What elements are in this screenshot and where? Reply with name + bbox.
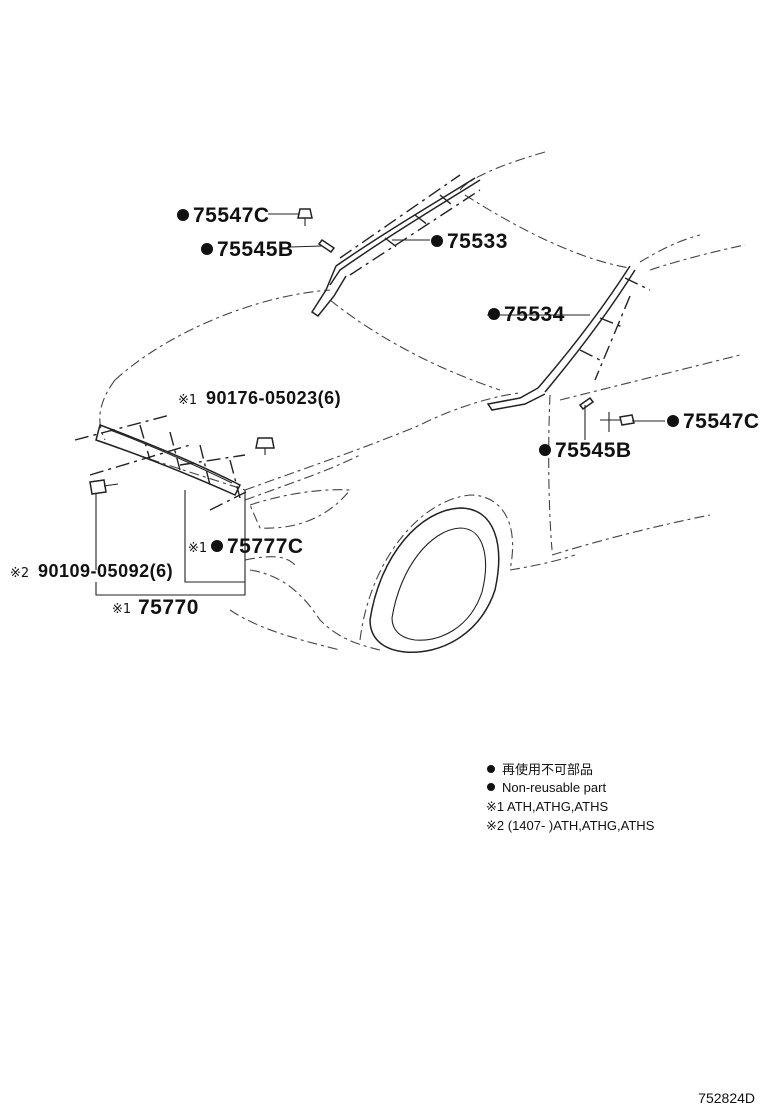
diagram-code: 752824D xyxy=(698,1090,755,1106)
callout-75534: 75534 xyxy=(488,303,565,326)
svg-text:※1: ※1 xyxy=(112,602,131,617)
svg-text:※1: ※1 xyxy=(188,541,207,556)
hood-front-molding xyxy=(74,414,247,511)
svg-text:75533: 75533 xyxy=(447,230,508,253)
callout-75545b-top: 75545B xyxy=(201,238,294,261)
callout-90109: ※2 90109-05092(6) xyxy=(10,561,173,581)
svg-text:Non-reusable part: Non-reusable part xyxy=(502,780,606,795)
svg-text:75547C: 75547C xyxy=(193,204,270,227)
clip-75547c-right-icon xyxy=(600,414,635,426)
callout-75547c-top: 75547C xyxy=(177,204,270,227)
non-reusable-marker-icon xyxy=(488,308,500,320)
non-reusable-marker-icon xyxy=(177,209,189,221)
svg-text:75770: 75770 xyxy=(138,596,199,619)
callout-75777c: ※1 75777C xyxy=(188,535,304,558)
non-reusable-marker-icon xyxy=(667,415,679,427)
callout-75547c-right: 75547C xyxy=(667,410,760,433)
svg-text:※2: ※2 xyxy=(10,566,29,581)
leader-lines xyxy=(95,213,665,596)
callout-75545b-right: 75545B xyxy=(539,439,632,462)
clip-75547c-top-icon xyxy=(297,208,313,226)
legend: 再使用不可部品 Non-reusable part ※1 ATH,ATHG,AT… xyxy=(486,762,655,833)
svg-text:75777C: 75777C xyxy=(227,535,304,558)
svg-text:※1: ※1 xyxy=(178,393,197,408)
screw-90109-icon xyxy=(89,479,119,495)
windshield-molding-left xyxy=(310,174,481,318)
svg-text:75547C: 75547C xyxy=(683,410,760,433)
svg-text:90176-05023(6): 90176-05023(6) xyxy=(206,388,341,408)
clip-75545b-top-icon xyxy=(317,238,336,254)
windshield-molding-right xyxy=(486,265,651,411)
non-reusable-marker-icon xyxy=(201,243,213,255)
svg-text:75545B: 75545B xyxy=(555,439,632,462)
car-body-outline xyxy=(99,151,746,654)
svg-text:75545B: 75545B xyxy=(217,238,294,261)
non-reusable-marker-icon xyxy=(211,540,223,552)
legend-non-reusable-marker-icon xyxy=(487,765,495,773)
non-reusable-marker-icon xyxy=(431,235,443,247)
svg-text:75534: 75534 xyxy=(504,303,565,326)
svg-text:※2 (1407- )ATH,ATHG,ATHS: ※2 (1407- )ATH,ATHG,ATHS xyxy=(486,818,655,833)
callout-90176: ※1 90176-05023(6) xyxy=(178,388,341,408)
svg-text:※1 ATH,ATHG,ATHS: ※1 ATH,ATHG,ATHS xyxy=(486,799,608,814)
callout-75533: 75533 xyxy=(431,230,508,253)
legend-non-reusable-marker-icon xyxy=(487,783,495,791)
non-reusable-marker-icon xyxy=(539,444,551,456)
clip-90176-icon xyxy=(255,437,275,455)
callout-75770: ※1 75770 xyxy=(112,596,199,619)
svg-text:再使用不可部品: 再使用不可部品 xyxy=(502,762,593,777)
svg-text:90109-05092(6): 90109-05092(6) xyxy=(38,561,173,581)
clip-75545b-right-icon xyxy=(578,396,595,411)
